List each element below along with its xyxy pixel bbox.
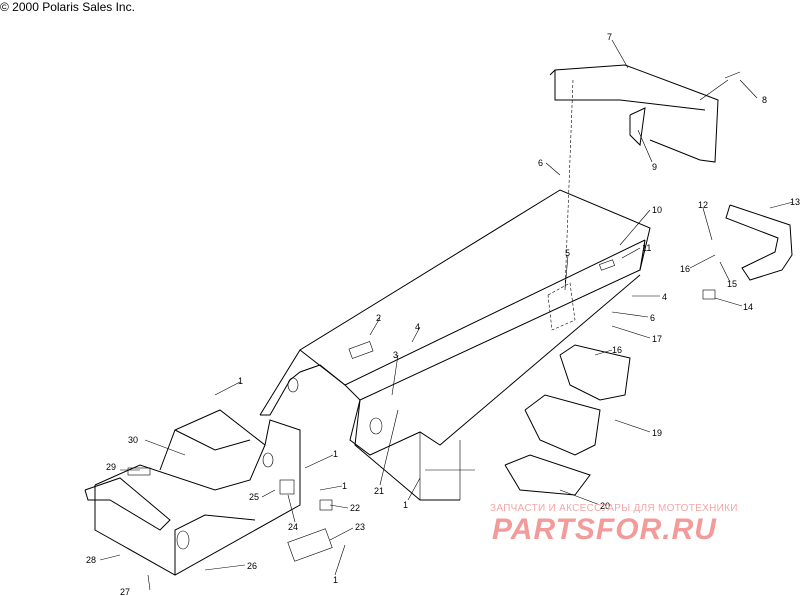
callout-12: 12 [698,200,708,210]
tunnel-assembly [259,79,651,501]
callout-11: 11 [642,243,651,253]
callout-28: 28 [86,555,96,565]
callout-22: 22 [350,503,360,513]
callout-7: 7 [607,32,612,42]
callout-9: 9 [652,162,657,172]
callout-27: 27 [120,587,130,596]
callout-3: 3 [393,350,398,360]
callout-17: 17 [652,334,662,344]
callout-26: 26 [247,561,257,571]
watermark-tagline: ЗАПЧАСТИ И АКСЕССУАРЫ ДЛЯ МОТОТЕХНИКИ [490,503,738,514]
callout-13: 13 [790,197,800,207]
callout-6b: 6 [650,313,655,323]
callout-16a: 16 [680,264,690,274]
watermark-logo: PARTSFOR.RU [492,513,717,546]
callout-4b: 4 [662,292,667,302]
callout-8: 8 [762,95,767,105]
callout-15: 15 [727,279,737,289]
callout-30: 30 [128,435,138,445]
copyright-text: © 2000 Polaris Sales Inc. [0,0,135,14]
callout-29: 29 [106,462,116,472]
callout-19: 19 [652,428,662,438]
rear-bumper [702,204,793,300]
callout-4a: 4 [415,322,420,332]
callout-2: 2 [376,313,381,323]
callout-6a: 6 [538,158,543,168]
callout-24: 24 [288,522,298,532]
callout-1b: 1 [238,376,243,386]
callout-16b: 16 [612,345,622,355]
callout-5: 5 [565,248,570,258]
callout-10: 10 [652,205,662,215]
callout-25: 25 [249,492,259,502]
front-bulkhead [84,409,333,576]
leader-lines [99,39,794,591]
callout-14: 14 [743,302,753,312]
callout-21: 21 [374,486,384,496]
callout-1a: 1 [403,500,408,510]
callout-23: 23 [355,522,365,532]
callout-1e: 1 [333,575,338,585]
callout-labels: 7 8 9 6 10 11 12 13 14 15 16 4 6 17 16 1… [86,32,800,596]
callout-1d: 1 [342,481,347,491]
rear-flap [549,64,741,163]
bracket-parts [425,344,631,496]
callout-1c: 1 [333,449,338,459]
callout-20: 20 [600,501,610,511]
